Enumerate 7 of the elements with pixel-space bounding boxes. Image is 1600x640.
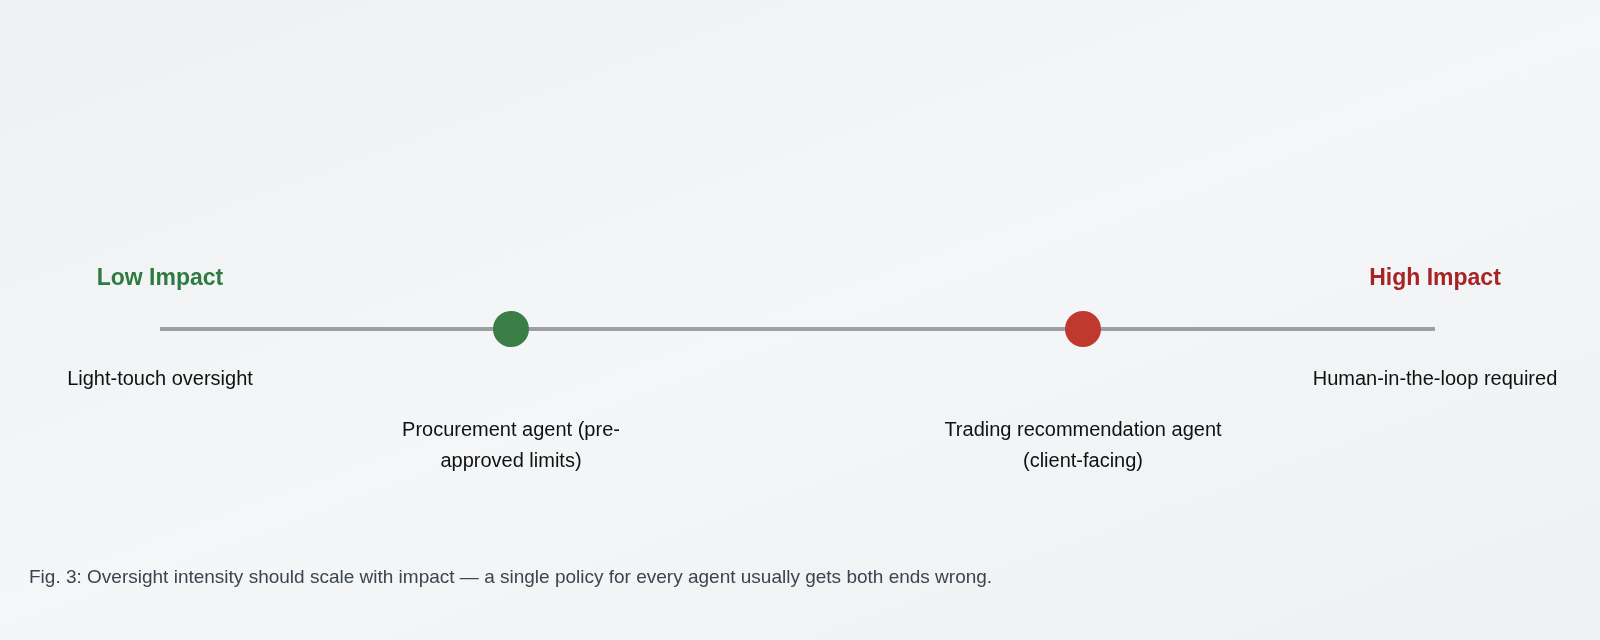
item-caption: Trading recommendation agent (client-facing)	[943, 417, 1223, 473]
scale-end-note: Light-touch oversight	[67, 366, 253, 391]
figure-caption: Fig. 3: Oversight intensity should scale with impact — a single policy for every agent usually gets both ends wrong.	[29, 566, 993, 588]
scale-end-label: High Impact	[1369, 263, 1501, 292]
scale-end-label: Low Impact	[96, 263, 224, 292]
item-caption: Procurement agent (pre-approved limits)	[401, 417, 621, 473]
scale-end-note: Human-in-the-loop required	[1312, 366, 1558, 391]
